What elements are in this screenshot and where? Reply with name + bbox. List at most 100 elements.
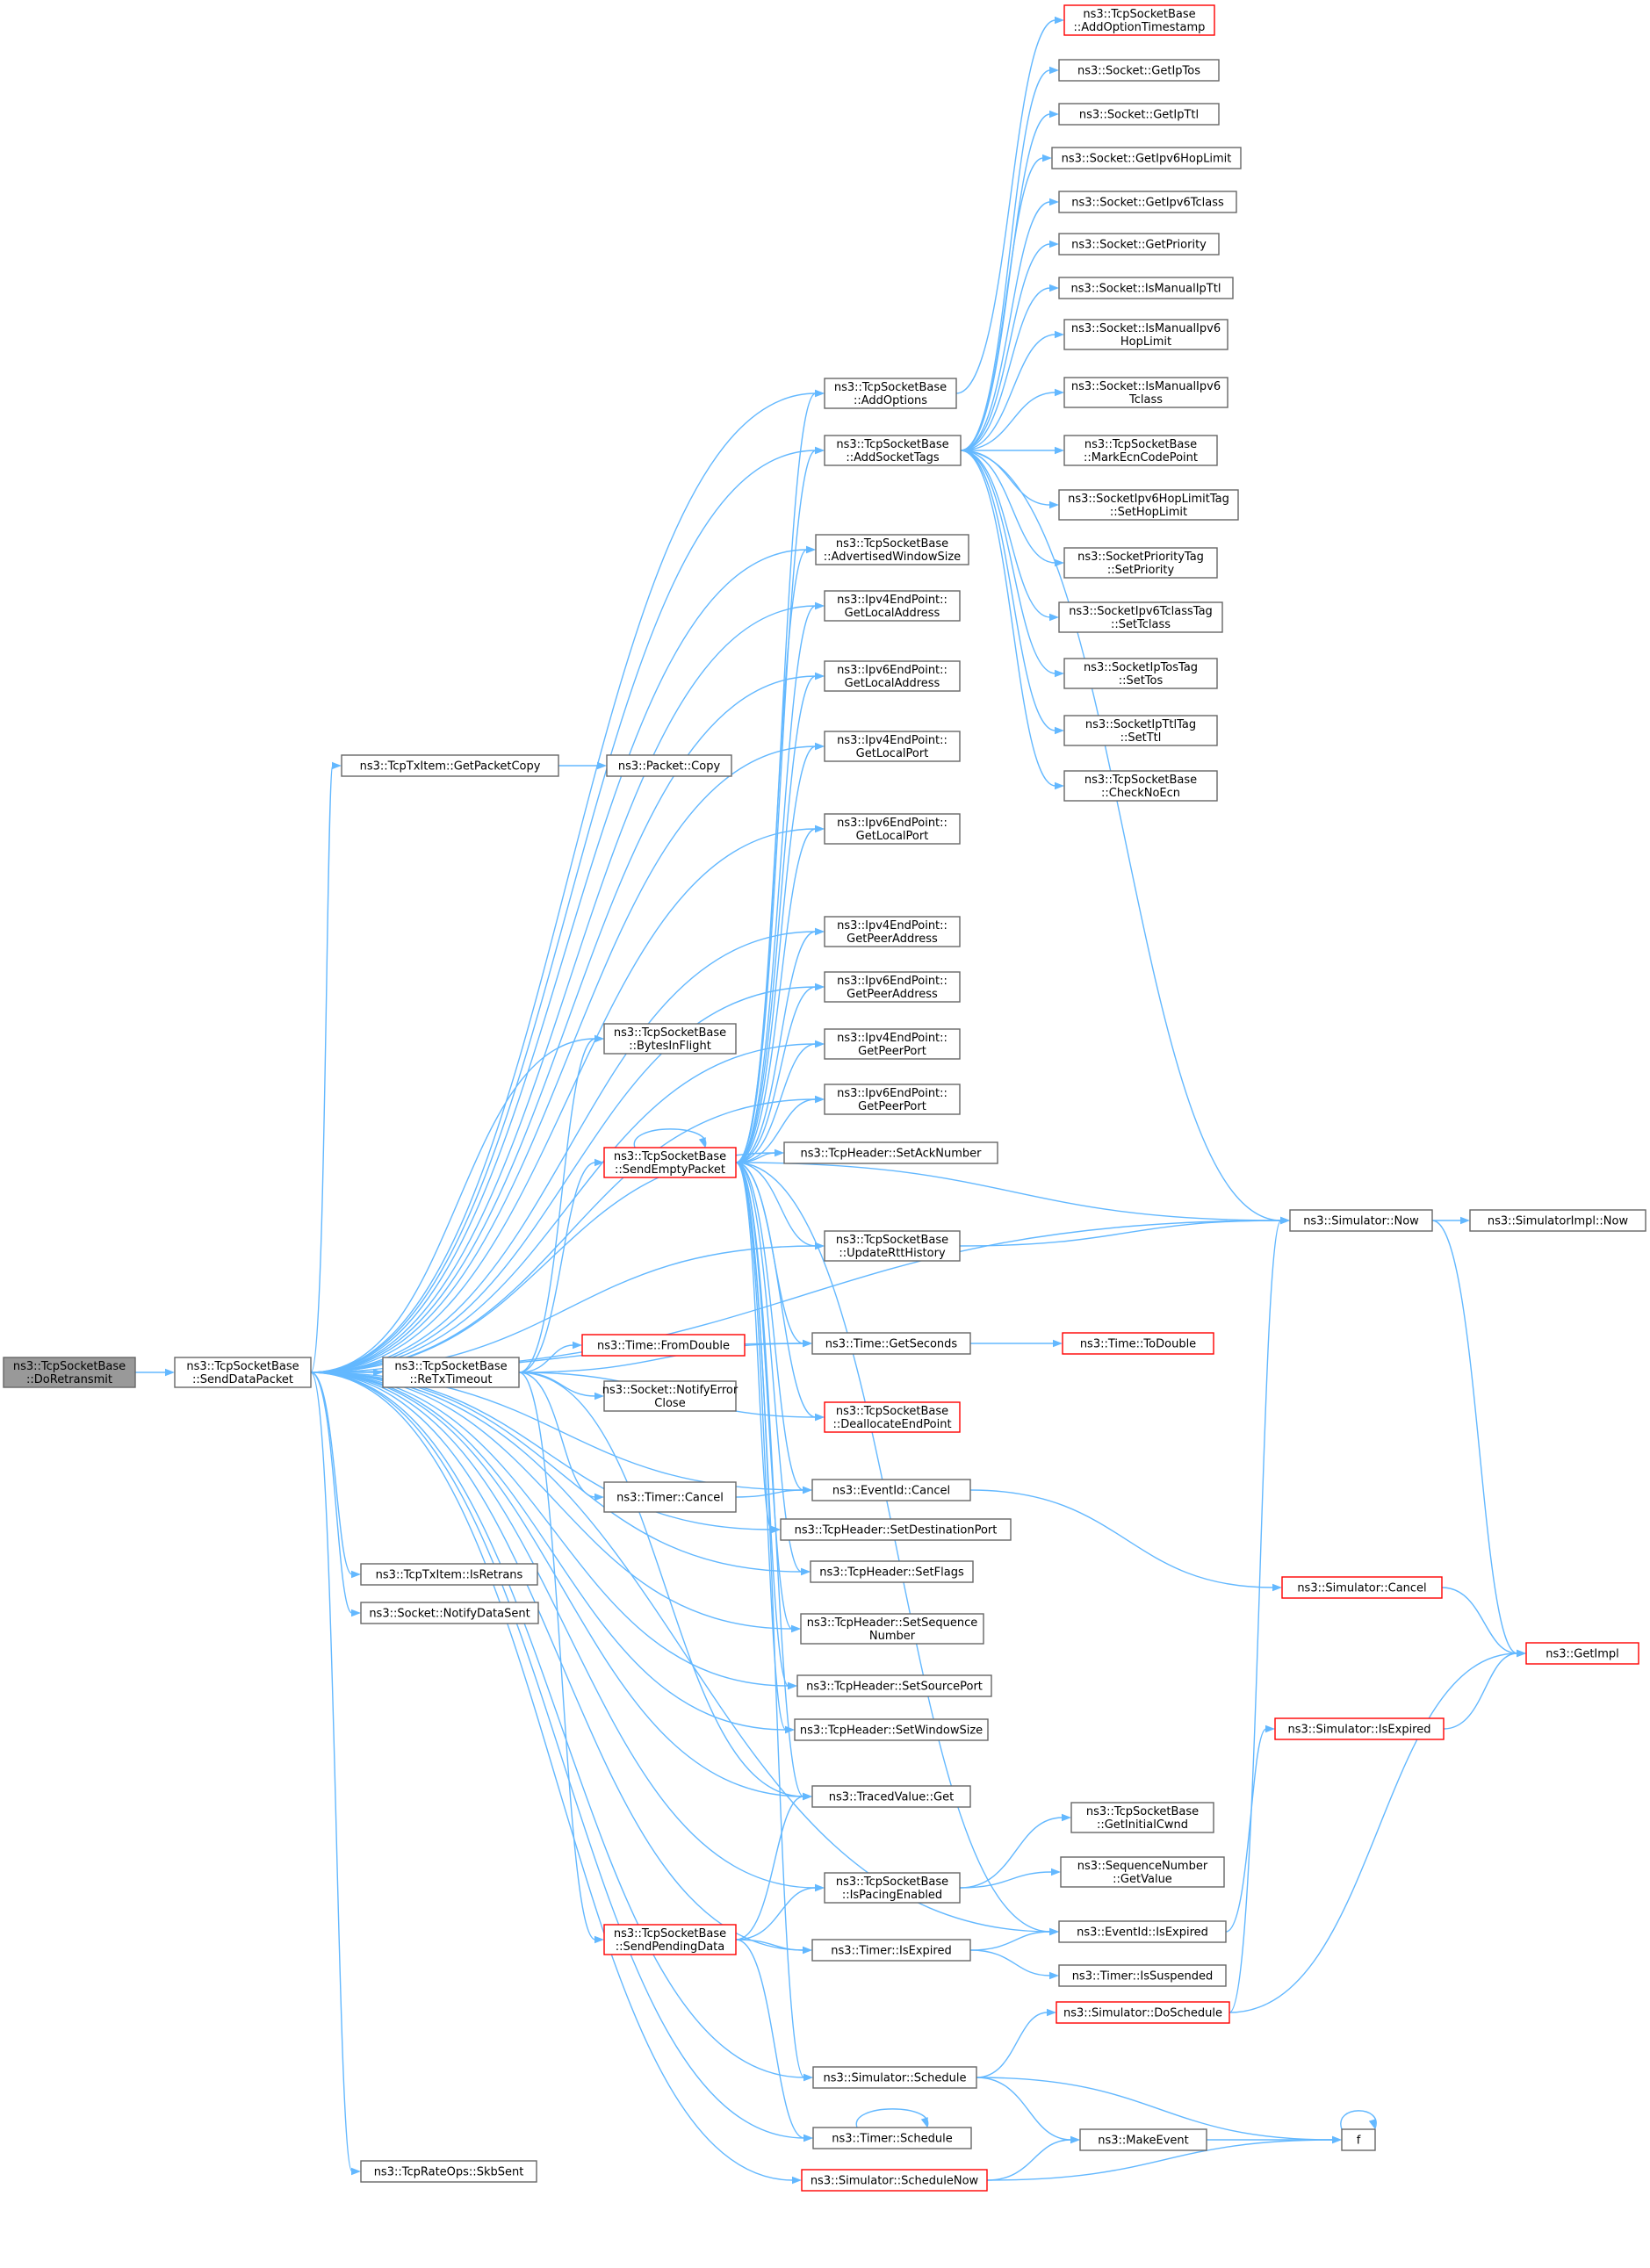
node-spd[interactable]: ns3::TcpSocketBase::SendPendingData — [603, 1924, 737, 1955]
edge-sep-to-eidcancel-arrow-icon — [803, 1486, 812, 1494]
node-dosched[interactable]: ns3::Simulator::DoSchedule — [1056, 2001, 1230, 2024]
edge-sep-to-v6pa-arrow-icon — [815, 983, 825, 991]
node-addtags[interactable]: ns3::TcpSocketBase::AddSocketTags — [824, 435, 962, 466]
node-ispacing-box — [824, 1872, 961, 1904]
node-tcancel-label-0: ns3::Timer::Cancel — [616, 1492, 724, 1505]
node-makeevent[interactable]: ns3::MakeEvent — [1079, 2128, 1207, 2151]
node-simsched[interactable]: ns3::Simulator::Schedule — [812, 2066, 977, 2089]
node-urh[interactable]: ns3::TcpSocketBase::UpdateRttHistory — [824, 1230, 961, 1262]
node-v4pa[interactable]: ns3::Ipv4EndPoint::GetPeerAddress — [824, 916, 961, 947]
node-todouble[interactable]: ns3::Time::ToDouble — [1062, 1332, 1214, 1355]
node-getv6tc[interactable]: ns3::Socket::GetIpv6Tclass — [1058, 191, 1237, 213]
node-skbsent[interactable]: ns3::TcpRateOps::SkbSent — [360, 2160, 537, 2183]
node-setttl[interactable]: ns3::SocketIpTtlTag::SetTtl — [1063, 715, 1218, 746]
node-isretrans[interactable]: ns3::TcpTxItem::IsRetrans — [360, 1563, 538, 1586]
node-nec-label-0: ns3::Socket::NotifyError — [602, 1384, 739, 1397]
node-setwin-label-0: ns3::TcpHeader::SetWindowSize — [800, 1724, 983, 1738]
edge-sep-to-v4la — [735, 605, 817, 1163]
node-initcwnd[interactable]: ns3::TcpSocketBase::GetInitialCwnd — [1070, 1802, 1214, 1833]
node-gpc[interactable]: ns3::TcpTxItem::GetPacketCopy — [341, 754, 559, 777]
edge-sep-to-setseq-arrow-icon — [791, 1624, 801, 1633]
edge-addtags-to-getprio — [960, 243, 1051, 451]
node-ispacing[interactable]: ns3::TcpSocketBase::IsPacingEnabled — [824, 1872, 961, 1904]
node-eidcancel[interactable]: ns3::EventId::Cancel — [811, 1479, 971, 1501]
node-setwin[interactable]: ns3::TcpHeader::SetWindowSize — [794, 1718, 989, 1741]
node-implnow[interactable]: ns3::SimulatorImpl::Now — [1469, 1209, 1646, 1232]
node-setdst-box — [780, 1518, 1012, 1541]
node-bif[interactable]: ns3::TcpSocketBase::BytesInFlight — [603, 1023, 737, 1055]
node-getsec-label-0: ns3::Time::GetSeconds — [825, 1338, 958, 1351]
node-setack[interactable]: ns3::TcpHeader::SetAckNumber — [783, 1141, 998, 1164]
node-aws[interactable]: ns3::TcpSocketBase::AdvertisedWindowSize — [815, 534, 969, 565]
node-sethl[interactable]: ns3::SocketIpv6HopLimitTag::SetHopLimit — [1058, 489, 1239, 521]
edge-root-to-sdp-arrow-icon — [165, 1368, 175, 1377]
node-timerexp[interactable]: ns3::Timer::IsExpired — [811, 1939, 971, 1962]
node-tvget[interactable]: ns3::TracedValue::Get — [811, 1785, 971, 1808]
node-ismttl[interactable]: ns3::Socket::IsManualIpTtl — [1058, 277, 1234, 299]
node-setdst[interactable]: ns3::TcpHeader::SetDestinationPort — [780, 1518, 1012, 1541]
node-checknoecn[interactable]: ns3::TcpSocketBase::CheckNoEcn — [1063, 770, 1218, 802]
node-eidexp[interactable]: ns3::EventId::IsExpired — [1058, 1920, 1227, 1943]
node-settc[interactable]: ns3::SocketIpv6TclassTag::SetTclass — [1058, 601, 1223, 633]
node-getimpl[interactable]: ns3::GetImpl — [1525, 1642, 1639, 1665]
node-tcancel[interactable]: ns3::Timer::Cancel — [603, 1481, 737, 1513]
node-seqval-label-1: ::GetValue — [1113, 1873, 1172, 1886]
node-simcancel[interactable]: ns3::Simulator::Cancel — [1281, 1576, 1443, 1599]
edge-addtags-to-ismv6tc — [960, 392, 1056, 451]
node-v4pp[interactable]: ns3::Ipv4EndPoint::GetPeerPort — [824, 1028, 961, 1060]
node-setprio[interactable]: ns3::SocketPriorityTag::SetPriority — [1063, 547, 1218, 579]
node-v6la[interactable]: ns3::Ipv6EndPoint::GetLocalAddress — [824, 660, 961, 692]
node-gettos[interactable]: ns3::Socket::GetIpTos — [1058, 59, 1220, 82]
node-rtx-label-1: ::ReTxTimeout — [410, 1373, 493, 1386]
edge-addtags-to-checknoecn — [960, 450, 1056, 787]
node-v4pp-label-0: ns3::Ipv4EndPoint:: — [837, 1032, 947, 1045]
node-timersched[interactable]: ns3::Timer::Schedule — [812, 2127, 972, 2149]
node-setsrc[interactable]: ns3::TcpHeader::SetSourcePort — [796, 1674, 992, 1697]
edge-sdp-to-nds — [310, 1372, 353, 1614]
edge-rtx-to-fromdouble-arrow-icon — [573, 1341, 582, 1350]
node-issusp[interactable]: ns3::Timer::IsSuspended — [1058, 1964, 1227, 1987]
node-simisexp[interactable]: ns3::Simulator::IsExpired — [1274, 1717, 1445, 1740]
edge-sdp-to-v6lp — [310, 828, 817, 1373]
node-schednow[interactable]: ns3::Simulator::ScheduleNow — [801, 2169, 988, 2192]
node-v6pp[interactable]: ns3::Ipv6EndPoint::GetPeerPort — [824, 1084, 961, 1115]
node-dealloc[interactable]: ns3::TcpSocketBase::DeallocateEndPoint — [824, 1401, 961, 1433]
edge-addopt-to-aots — [955, 19, 1056, 394]
node-bif-label-0: ns3::TcpSocketBase — [614, 1026, 726, 1040]
node-aots[interactable]: ns3::TcpSocketBase::AddOptionTimestamp — [1063, 4, 1215, 36]
node-rtx[interactable]: ns3::TcpSocketBase::ReTxTimeout — [382, 1357, 520, 1388]
node-v4la[interactable]: ns3::Ipv4EndPoint::GetLocalAddress — [824, 590, 961, 622]
node-settos[interactable]: ns3::SocketIpTosTag::SetTos — [1063, 658, 1218, 689]
node-v6pa[interactable]: ns3::Ipv6EndPoint::GetPeerAddress — [824, 971, 961, 1003]
node-aws-label-1: ::AdvertisedWindowSize — [824, 551, 961, 564]
node-fromdouble[interactable]: ns3::Time::FromDouble — [581, 1334, 746, 1357]
node-addopt[interactable]: ns3::TcpSocketBase::AddOptions — [824, 378, 957, 409]
node-getsec[interactable]: ns3::Time::GetSeconds — [811, 1332, 971, 1355]
edge-getsec-to-todouble-arrow-icon — [1053, 1339, 1063, 1348]
node-v4lp[interactable]: ns3::Ipv4EndPoint::GetLocalPort — [824, 731, 961, 762]
edge-timerexp-to-issusp-arrow-icon — [1049, 1971, 1059, 1980]
edge-sep-to-setack-arrow-icon — [775, 1148, 784, 1157]
edge-sdp-to-ispacing — [310, 1372, 817, 1889]
node-sep[interactable]: ns3::TcpSocketBase::SendEmptyPacket — [603, 1147, 737, 1178]
edge-sep-to-v6pa — [735, 986, 817, 1163]
node-getv6hl-label-0: ns3::Socket::GetIpv6HopLimit — [1062, 153, 1232, 166]
node-getttl[interactable]: ns3::Socket::GetIpTtl — [1058, 103, 1220, 126]
edge-sep-to-setwin — [735, 1162, 787, 1731]
node-markecn[interactable]: ns3::TcpSocketBase::MarkEcnCodePoint — [1063, 435, 1218, 466]
node-f[interactable]: f — [1341, 2128, 1376, 2151]
node-nds[interactable]: ns3::Socket::NotifyDataSent — [360, 1602, 539, 1624]
node-root[interactable]: ns3::TcpSocketBase::DoRetransmit — [3, 1357, 136, 1388]
node-v6lp[interactable]: ns3::Ipv6EndPoint::GetLocalPort — [824, 813, 961, 845]
node-setflags[interactable]: ns3::TcpHeader::SetFlags — [810, 1560, 974, 1583]
node-getv6hl[interactable]: ns3::Socket::GetIpv6HopLimit — [1051, 147, 1242, 169]
node-sdp[interactable]: ns3::TcpSocketBase::SendDataPacket — [174, 1357, 312, 1388]
node-pcopy[interactable]: ns3::Packet::Copy — [606, 754, 732, 777]
node-getprio[interactable]: ns3::Socket::GetPriority — [1058, 233, 1220, 256]
node-seqval[interactable]: ns3::SequenceNumber::GetValue — [1060, 1856, 1225, 1888]
node-simnow[interactable]: ns3::Simulator::Now — [1289, 1209, 1433, 1232]
